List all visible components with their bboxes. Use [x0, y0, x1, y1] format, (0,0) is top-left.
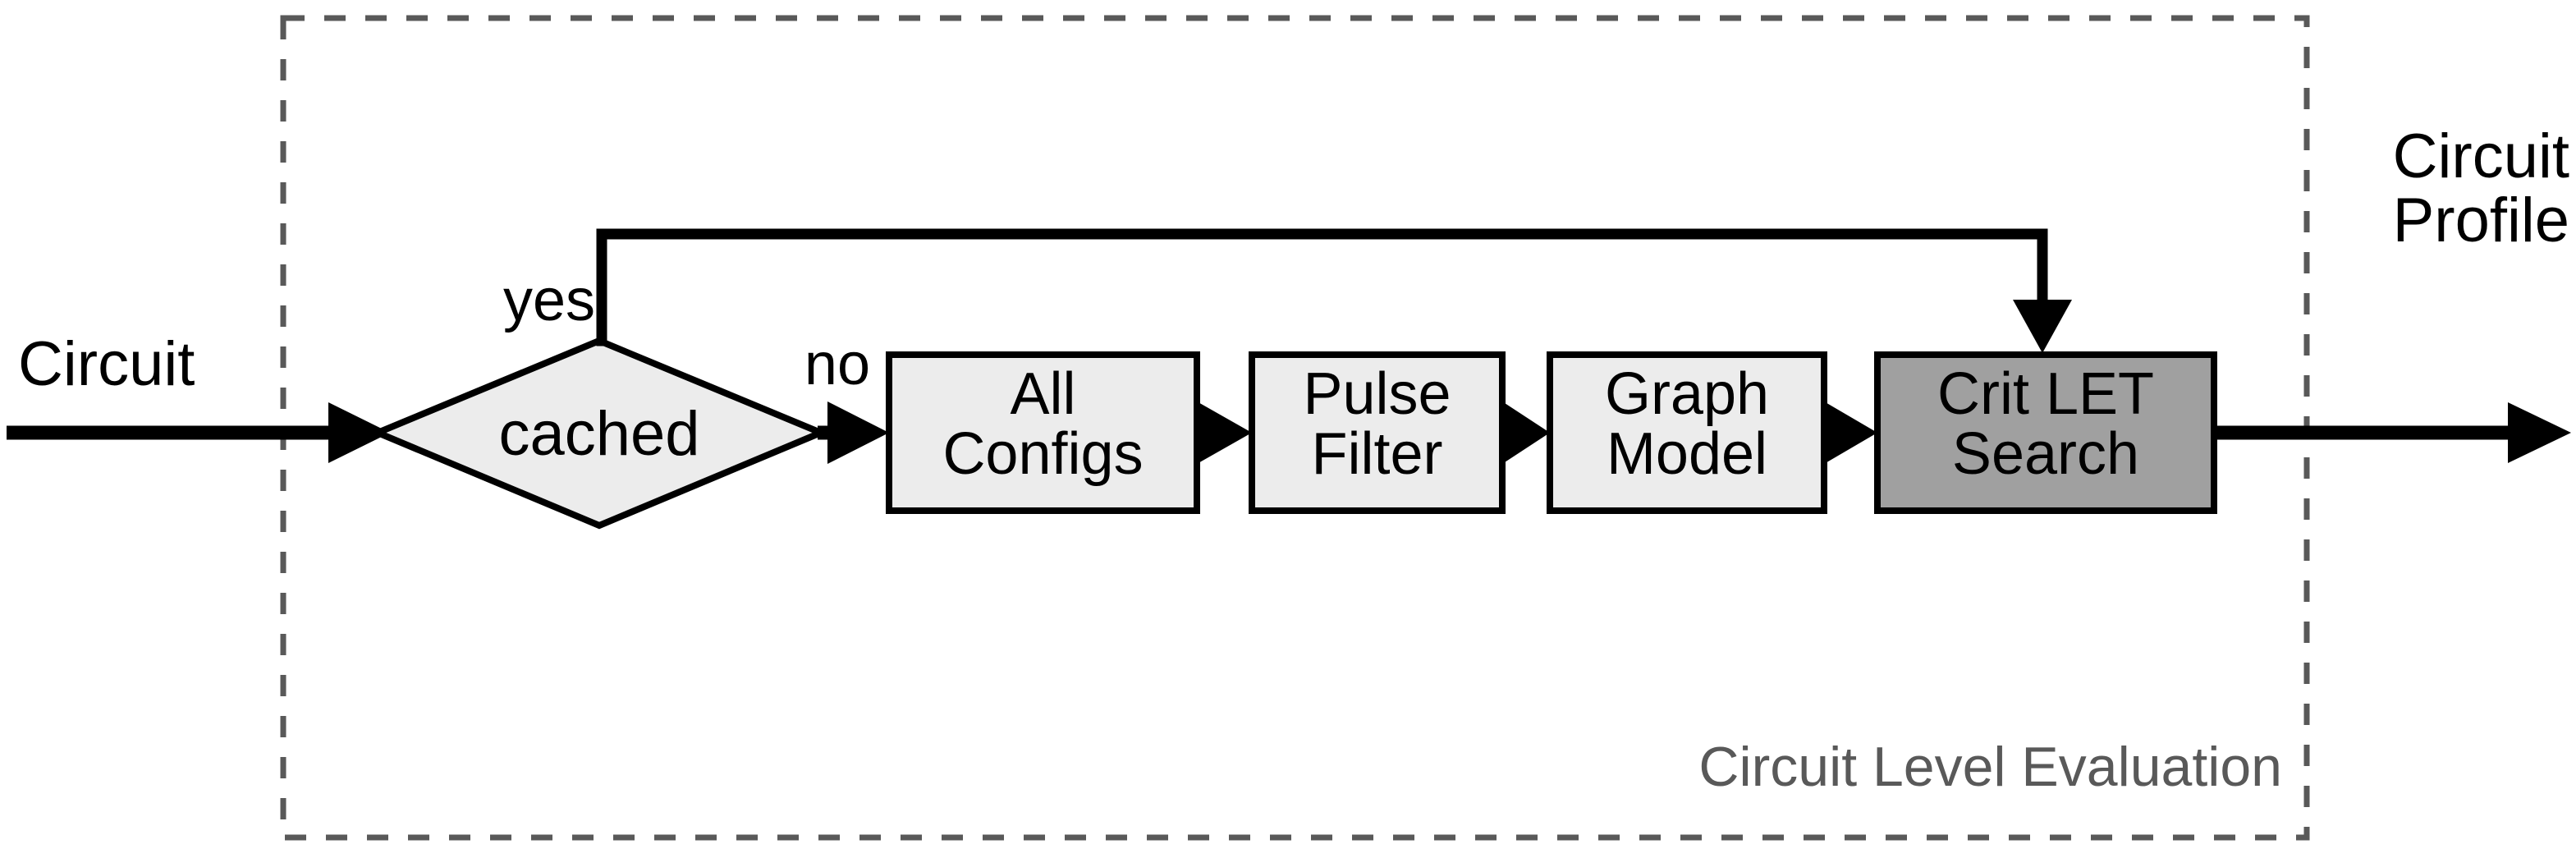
circuit-level-evaluation-group-label: Circuit Level Evaluation — [1698, 736, 2282, 798]
cached-decision-shape — [369, 337, 830, 530]
edge-graph-model-to-crit-let-search — [1824, 401, 1877, 464]
edge-all-configs-to-pulse-filter — [1197, 401, 1252, 464]
edge-crit-let-search-to-circuit-profile — [2214, 402, 2571, 463]
edge-label-no: no — [804, 332, 870, 397]
crit-let-search-box — [1874, 351, 2217, 514]
edge-cached-no-to-all-configs — [818, 401, 889, 464]
circuit-input-label: Circuit — [18, 329, 195, 399]
edge-label-yes: yes — [502, 268, 595, 333]
graph-model-box — [1547, 351, 1827, 514]
edge-pulse-filter-to-graph-model — [1502, 401, 1550, 464]
circuit-profile-output-label: Circuit Profile — [2392, 122, 2569, 255]
edge-circuit-to-cached — [7, 402, 390, 463]
pulse-filter-box — [1249, 351, 1506, 514]
edge-cached-yes-to-crit-let-search — [596, 228, 2072, 353]
all-configs-box — [886, 351, 1200, 514]
